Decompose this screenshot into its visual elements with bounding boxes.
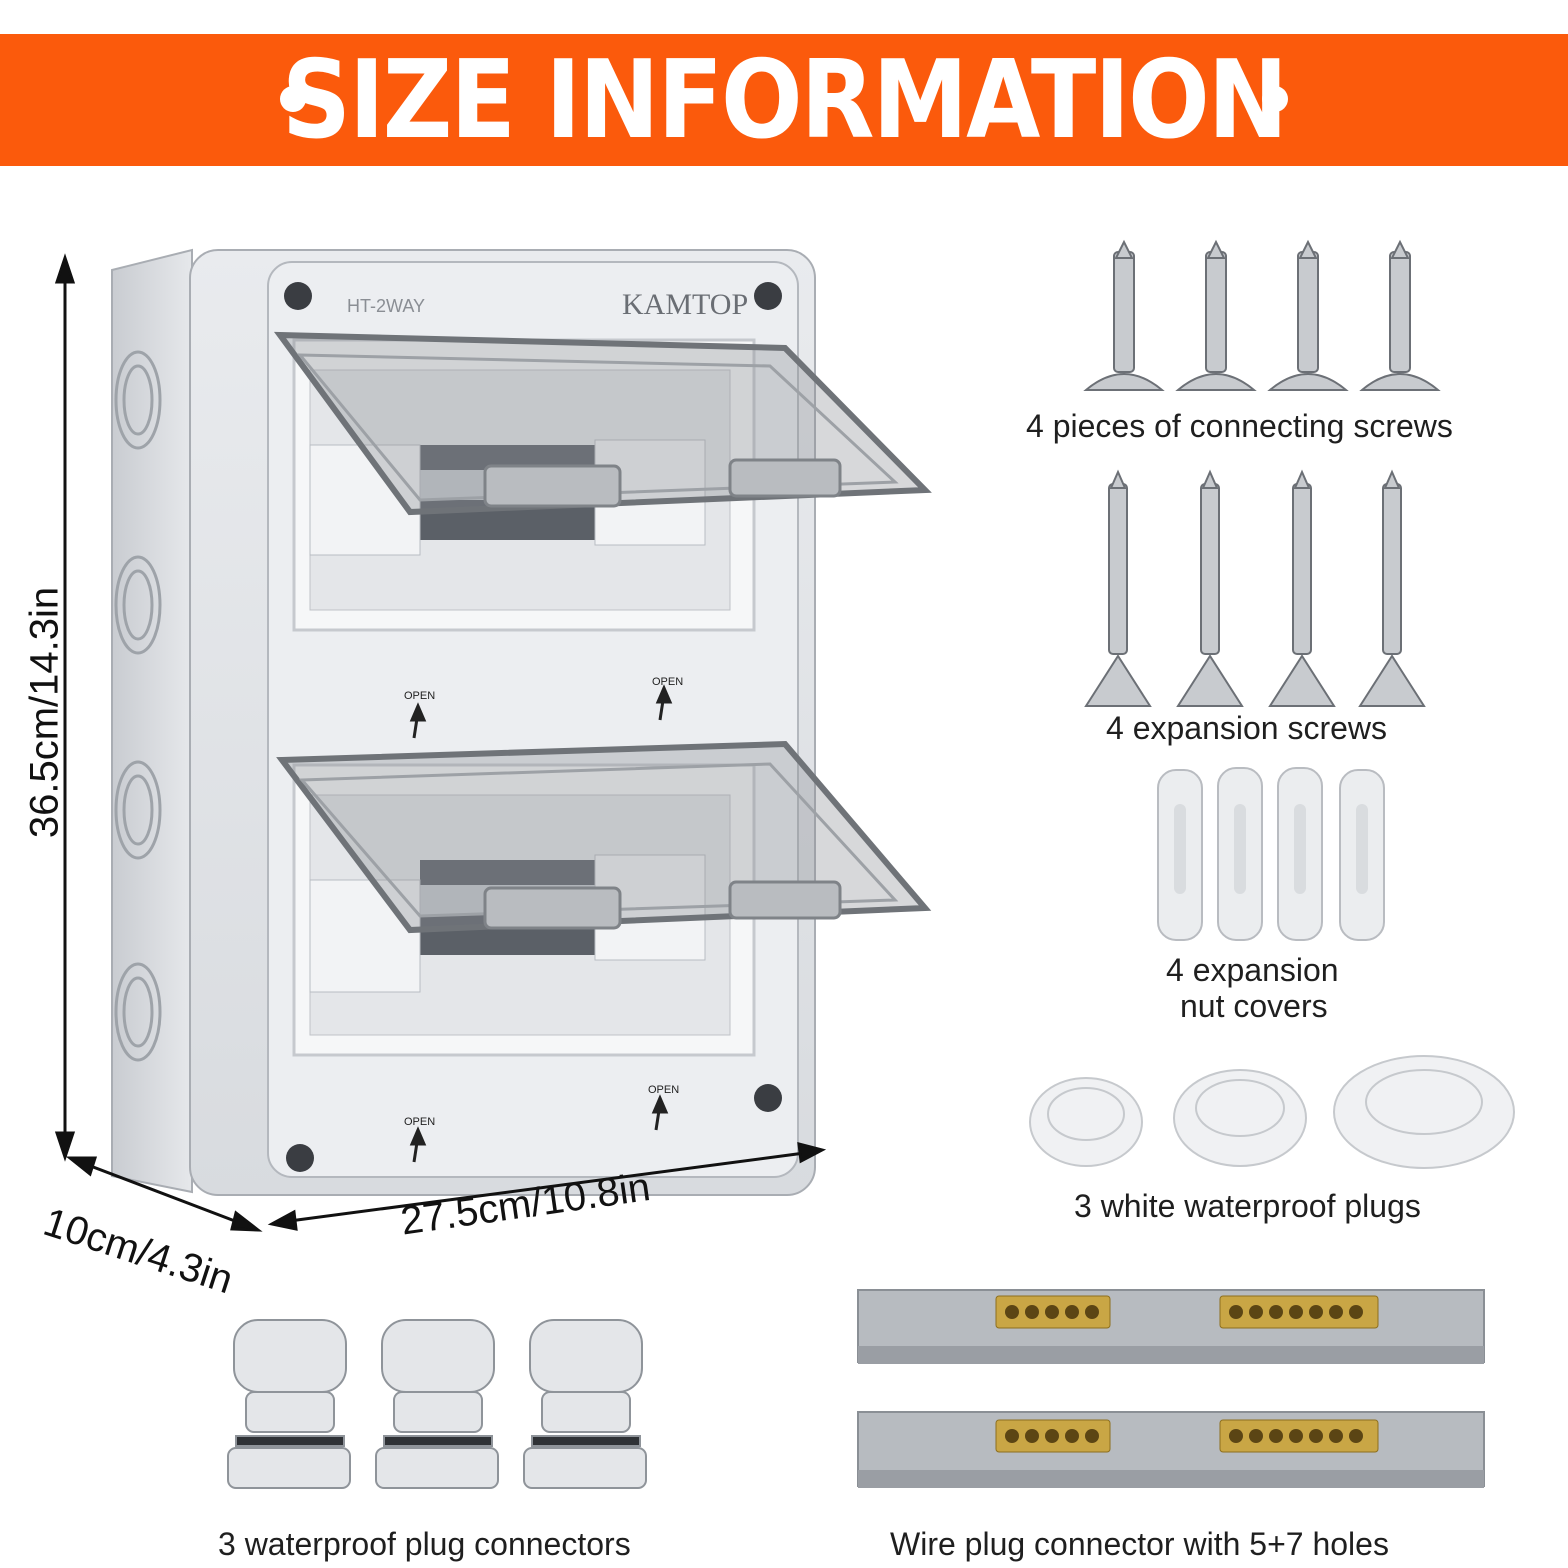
open-label-1: OPEN	[404, 690, 436, 702]
open-label-3: OPEN	[404, 1116, 436, 1128]
connecting-screws-image	[1083, 239, 1441, 391]
bullet-dot-left	[280, 86, 306, 112]
title-banner: SIZE INFORMATION	[0, 34, 1568, 166]
height-dimension-label: 36.5cm/14.3in	[22, 586, 67, 839]
white-plugs-image	[1029, 1055, 1515, 1169]
brand-label: KAMTOP	[622, 288, 749, 321]
expansion-screws-label: 4 expansion screws	[1106, 710, 1388, 746]
model-label: HT-2WAY	[347, 296, 426, 316]
connecting-screws-label: 4 pieces of connecting screws	[1026, 408, 1453, 444]
nut-covers-image	[1157, 767, 1385, 941]
open-label-2: OPEN	[652, 676, 684, 688]
nut-covers-label-line1: 4 expansion	[1166, 952, 1339, 988]
open-label-4: OPEN	[648, 1084, 680, 1096]
white-plugs-label: 3 white waterproof plugs	[1074, 1188, 1421, 1224]
plug-connectors-image	[227, 1319, 647, 1489]
wire-connector-image	[857, 1289, 1485, 1488]
nut-covers-label-line2: nut covers	[1180, 988, 1328, 1024]
expansion-screws-image	[1084, 469, 1426, 707]
banner-title: SIZE INFORMATION	[281, 37, 1288, 163]
plug-connectors-label: 3 waterproof plug connectors	[218, 1526, 631, 1562]
bullet-dot-right	[1262, 86, 1288, 112]
wire-connector-label: Wire plug connector with 5+7 holes	[890, 1526, 1389, 1562]
